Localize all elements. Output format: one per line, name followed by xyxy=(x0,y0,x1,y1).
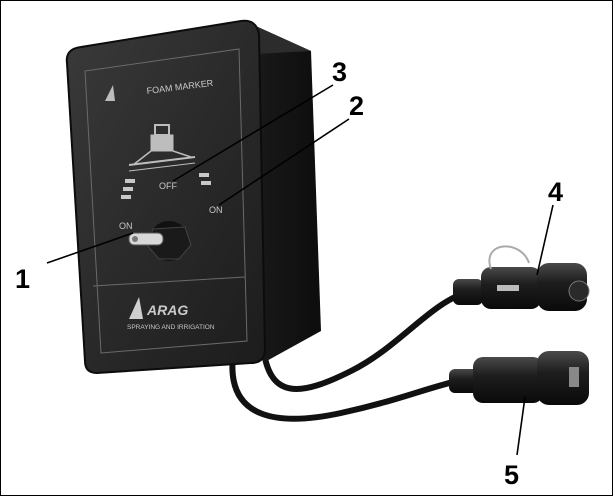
callout-5: 5 xyxy=(504,460,519,490)
housing-side xyxy=(249,23,321,363)
housing-front xyxy=(65,19,267,375)
callout-1: 1 xyxy=(15,264,30,294)
callout-3: 3 xyxy=(332,57,347,87)
foam-drops-left-icon xyxy=(121,179,135,199)
label-on-left: ON xyxy=(119,221,133,231)
cable-upper xyxy=(260,288,472,392)
callout-2: 2 xyxy=(349,91,364,121)
label-on-right: ON xyxy=(209,205,223,215)
panel-border xyxy=(84,48,248,354)
toggle-switch[interactable] xyxy=(128,221,192,261)
cable-lower xyxy=(229,355,467,422)
label-off: OFF xyxy=(159,181,177,191)
callout-4: 4 xyxy=(548,177,563,207)
arrow-logo-icon xyxy=(105,85,115,101)
brand-tagline: SPRAYING AND IRRIGATION xyxy=(127,324,215,331)
brand-name: ARAG xyxy=(146,302,188,318)
callout-lines xyxy=(46,84,554,456)
foam-drops-right-icon xyxy=(199,173,211,185)
connector-4 xyxy=(453,245,590,311)
panel-divider xyxy=(92,276,246,287)
tractor-boom-icon xyxy=(128,124,196,172)
connector-5 xyxy=(449,351,589,405)
brand-logo-icon xyxy=(129,297,143,319)
